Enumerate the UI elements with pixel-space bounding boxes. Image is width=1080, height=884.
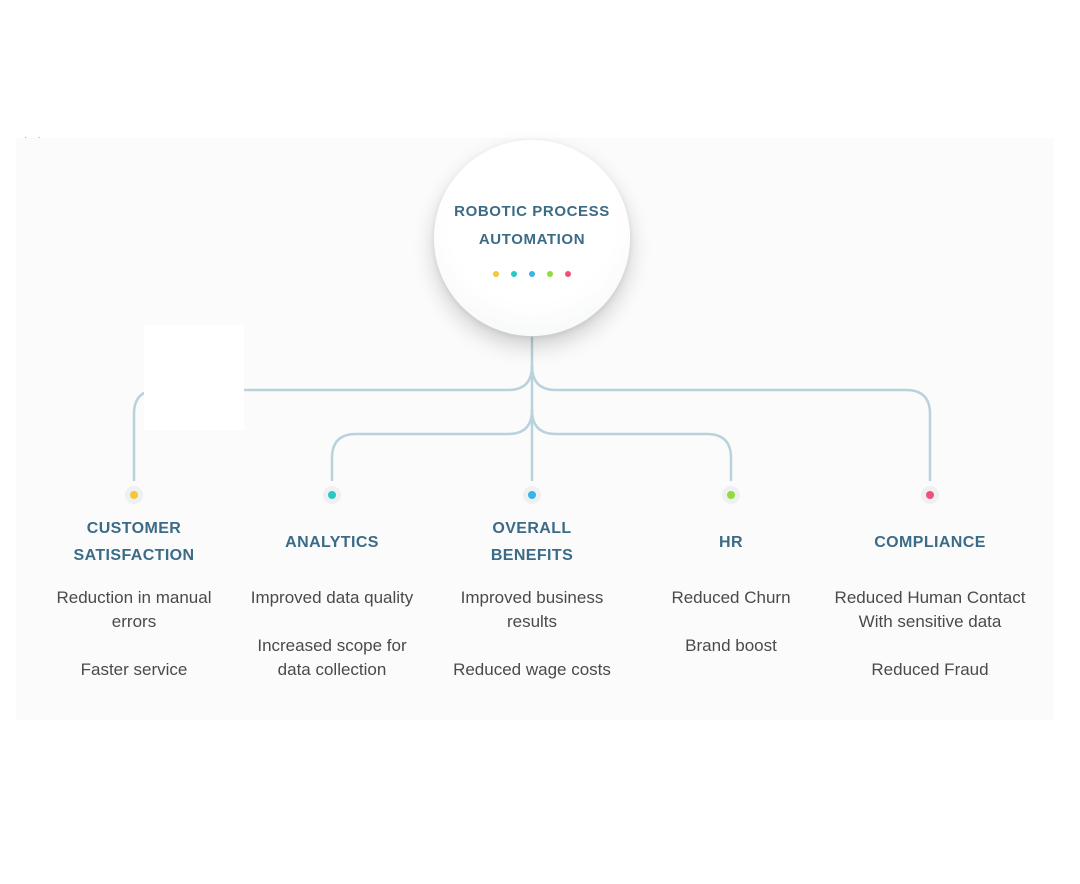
category-node-dot-core: [528, 491, 536, 499]
category-benefits-list: Reduced Human Contact With sensitive dat…: [830, 586, 1030, 682]
category-node-dot-core: [727, 491, 735, 499]
hub-dots: [434, 271, 630, 277]
category-node-dot: [523, 486, 541, 504]
decorative-specks: ··: [24, 132, 51, 143]
hub-dot-4: [565, 271, 571, 277]
category-column: OVERALL BENEFITS Improved business result…: [432, 514, 632, 706]
connector-outer-right: [530, 364, 932, 482]
hub-dot-0: [493, 271, 499, 277]
category-title: HR: [719, 533, 743, 551]
category-node-dot: [722, 486, 740, 504]
category-column: COMPLIANCE Reduced Human Contact With sen…: [830, 514, 1030, 706]
benefit-item: Reduced wage costs: [453, 660, 611, 679]
connector-inner-left: [330, 408, 534, 482]
benefit-item: Reduced Churn: [671, 588, 791, 607]
category-title: COMPLIANCE: [874, 533, 986, 551]
benefit-item: Reduction in manual errors: [56, 588, 212, 631]
central-hub-circle: ROBOTIC PROCESS AUTOMATION: [434, 140, 630, 336]
benefit-item: Improved business results: [460, 588, 604, 631]
category-node-dot: [323, 486, 341, 504]
benefit-item: Brand boost: [685, 636, 777, 655]
benefit-item: Improved data quality: [250, 588, 414, 607]
category-node-dot-core: [130, 491, 138, 499]
benefit-item: Reduced Human Contact With sensitive dat…: [834, 588, 1026, 631]
hub-dot-3: [547, 271, 553, 277]
category-node-dot-core: [328, 491, 336, 499]
category-node-dot: [125, 486, 143, 504]
benefit-item: Faster service: [80, 660, 188, 679]
category-title: OVERALL BENEFITS: [490, 520, 574, 564]
category-node-dot-core: [926, 491, 934, 499]
category-column: CUSTOMER SATISFACTION Reduction in manual…: [34, 514, 234, 706]
category-title: CUSTOMER SATISFACTION: [73, 520, 195, 564]
hub-title: ROBOTIC PROCESS AUTOMATION: [454, 203, 610, 248]
white-patch: [144, 325, 244, 430]
category-title: ANALYTICS: [285, 533, 379, 551]
hub-dot-2: [529, 271, 535, 277]
hub-dot-1: [511, 271, 517, 277]
connector-inner-right: [530, 408, 733, 482]
benefit-item: Reduced Fraud: [871, 660, 989, 679]
category-node-dot: [921, 486, 939, 504]
benefit-item: Increased scope for data collection: [257, 636, 407, 679]
